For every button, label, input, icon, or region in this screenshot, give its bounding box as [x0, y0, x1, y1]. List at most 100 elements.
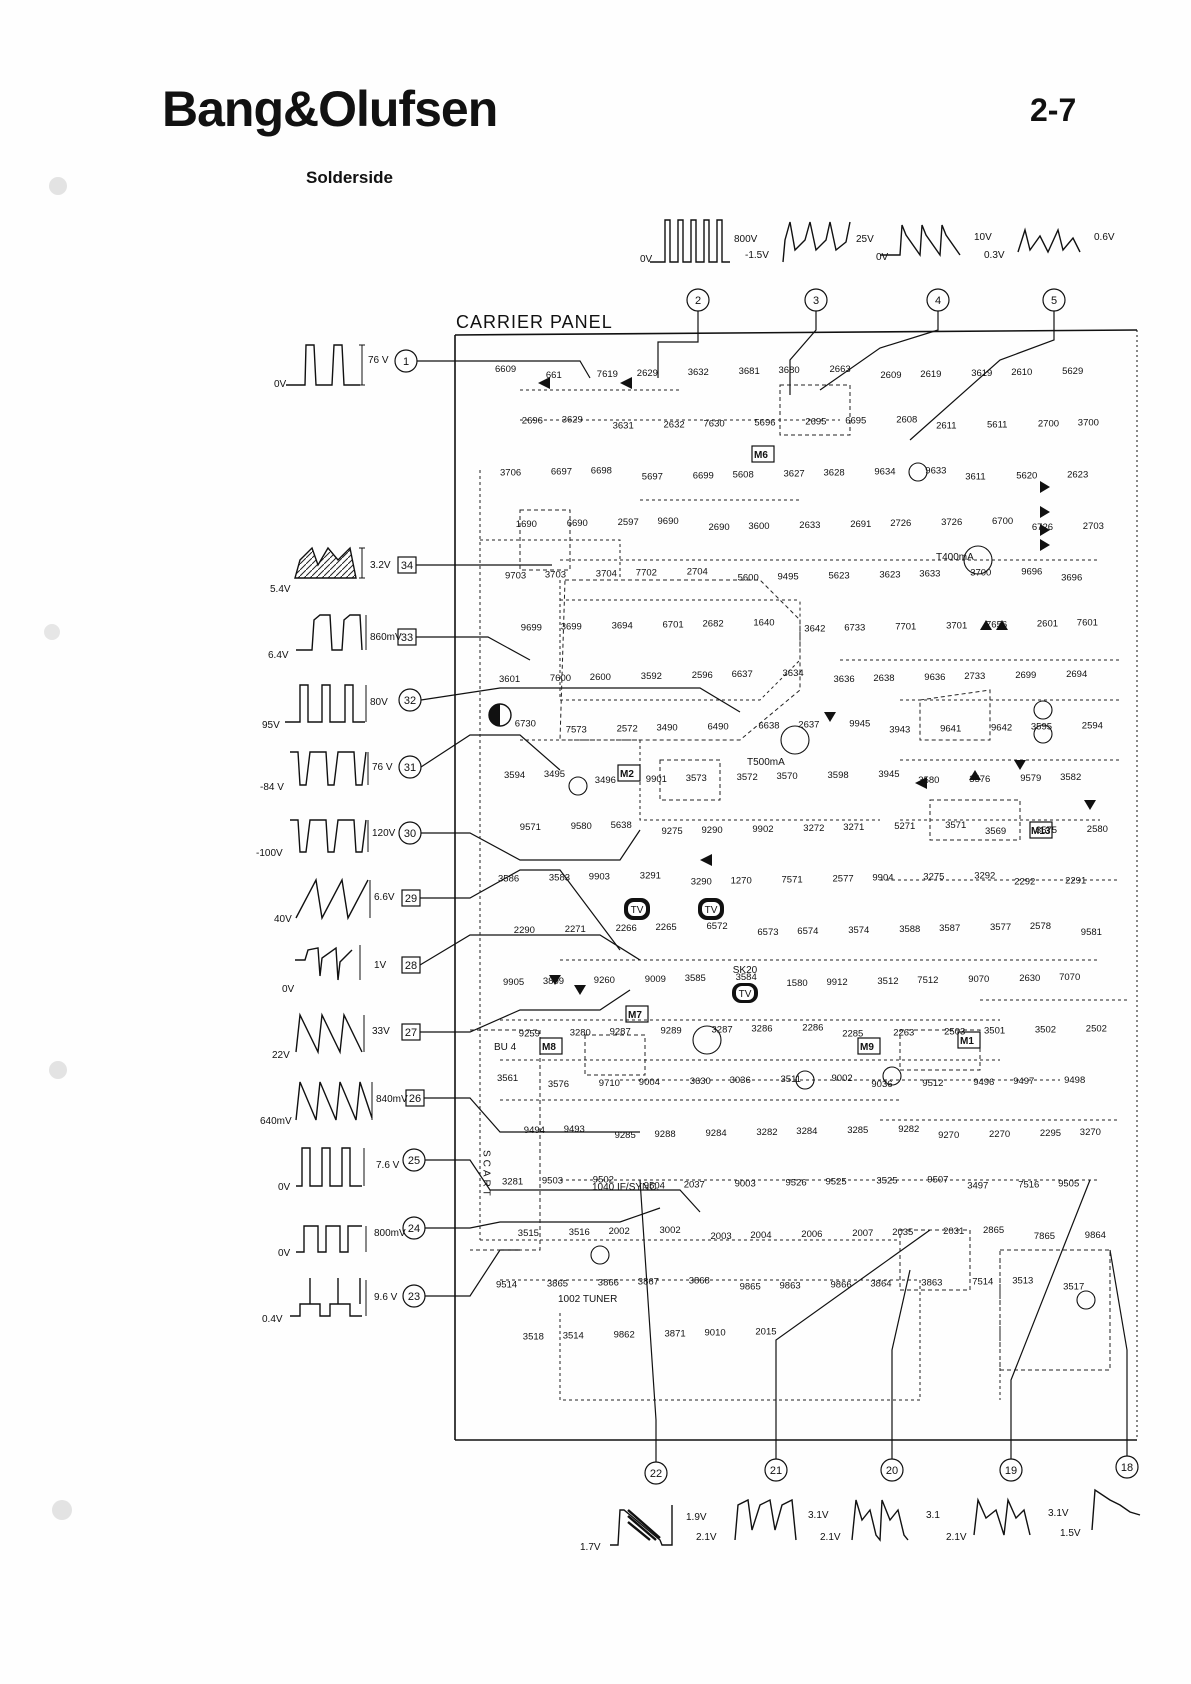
- component-ref: 9865: [740, 1282, 761, 1293]
- component-ref: 3561: [497, 1073, 518, 1084]
- component-ref: 9862: [614, 1329, 635, 1340]
- wave-19-base: 1.5V: [1060, 1528, 1081, 1539]
- page-number: 2-7: [1030, 92, 1077, 128]
- component-ref: 2865: [983, 1225, 1004, 1236]
- wave-21-base: 2.1V: [820, 1532, 841, 1543]
- left-waveform-labels: 76 V 0V 3.2V 5.4V 860mV 6.4V 80V 95V 76 …: [256, 355, 408, 1325]
- component-ref: 9284: [706, 1128, 727, 1139]
- bottom-waveforms: [610, 1488, 1141, 1546]
- component-ref: 6701: [663, 619, 684, 630]
- component-ref: 9270: [938, 1130, 959, 1141]
- component-ref: 9863: [780, 1281, 801, 1292]
- component-ref: 6573: [757, 927, 778, 938]
- component-ref: 2682: [703, 618, 724, 629]
- component-ref: 9703: [505, 571, 526, 582]
- callout-19: 19: [1005, 1465, 1017, 1477]
- left-callout-numbers: 1 34 33 32 31 30 29 28 27 26 25 24 23: [401, 356, 421, 1303]
- component-ref: 3584: [736, 972, 757, 983]
- component-ref: 9290: [702, 825, 723, 836]
- diodes: [538, 377, 1096, 995]
- component-ref: 2632: [664, 420, 685, 431]
- wave-34-amp: 3.2V: [370, 560, 391, 571]
- component-ref: 9003: [735, 1178, 756, 1189]
- component-ref: 2031: [943, 1226, 964, 1237]
- left-callouts: [394, 349, 741, 1308]
- component-ref: 2291: [1065, 876, 1086, 887]
- component-ref: 7516: [1018, 1179, 1039, 1190]
- component-ref: 2265: [656, 922, 677, 933]
- wave-33-base: 6.4V: [268, 650, 289, 661]
- component-ref: 3281: [502, 1176, 523, 1187]
- top-waveform-labels: 0V 800V -1.5V 25V 0V 10V 0.3V 0.6V: [640, 232, 1115, 265]
- component-ref: 3871: [665, 1328, 686, 1339]
- component-ref: 9641: [940, 724, 961, 735]
- component-ref: 3681: [739, 366, 760, 377]
- component-ref: 9866: [831, 1280, 852, 1291]
- bottom-callout-numbers: 22 21 20 19 18: [650, 1462, 1133, 1480]
- wave-1-amp: 76 V: [368, 355, 389, 366]
- half-filled-marker: [488, 703, 512, 727]
- component-ref: 5696: [754, 418, 775, 429]
- callout-3: 3: [813, 295, 819, 307]
- wave-29-amp: 6.6V: [374, 892, 395, 903]
- component-ref: 9901: [646, 774, 667, 785]
- component-ref: 9002: [832, 1073, 853, 1084]
- component-ref: 3036: [730, 1075, 751, 1086]
- component-ref: 2007: [852, 1228, 873, 1239]
- wave-32-base: 95V: [262, 720, 280, 731]
- component-ref: 5629: [1062, 366, 1083, 377]
- component-ref: 2704: [687, 567, 708, 578]
- component-ref: 6733: [844, 622, 865, 633]
- component-ref: 3580: [918, 775, 939, 786]
- component-ref: 9494: [524, 1125, 545, 1136]
- component-ref: 2295: [1040, 1128, 1061, 1139]
- component-ref: 9571: [520, 822, 541, 833]
- wave-20-amp: 3.1: [926, 1510, 940, 1521]
- component-ref: 3574: [848, 925, 869, 936]
- component-ref: 2700: [1038, 419, 1059, 430]
- component-ref: 2266: [616, 923, 637, 934]
- wave-26-base: 640mV: [260, 1116, 292, 1127]
- component-ref: 7070: [1059, 972, 1080, 983]
- bu4-label: BU 4: [494, 1042, 517, 1053]
- callout-28: 28: [405, 960, 417, 972]
- component-ref: 3495: [544, 769, 565, 780]
- callout-18: 18: [1121, 1462, 1133, 1474]
- component-ref: 3275: [923, 872, 944, 883]
- callout-1: 1: [403, 356, 409, 368]
- component-ref: 3634: [783, 668, 804, 679]
- component-ref: 9260: [594, 975, 615, 986]
- scart-label: SCART: [481, 1150, 492, 1199]
- component-ref: 3280: [570, 1027, 591, 1038]
- component-ref: 2600: [590, 672, 611, 683]
- component-ref: 5608: [733, 469, 754, 480]
- component-ref: 7702: [636, 568, 657, 579]
- component-ref: 2015: [755, 1326, 776, 1337]
- component-ref: 7656: [986, 619, 1007, 630]
- component-ref: 2633: [799, 520, 820, 531]
- component-ref: 6699: [693, 470, 714, 481]
- tv-label-3: TV: [739, 989, 752, 1000]
- component-ref: 3700: [970, 568, 991, 579]
- tv-label-1: TV: [631, 905, 644, 916]
- component-ref: 3868: [689, 1276, 710, 1287]
- component-ref: 3623: [879, 570, 900, 581]
- callout-33: 33: [401, 632, 413, 644]
- module-m9: M9: [860, 1042, 874, 1053]
- wave-28-base: 0V: [282, 984, 295, 995]
- component-ref: 3633: [919, 569, 940, 580]
- component-ref: 1270: [731, 876, 752, 887]
- component-ref: 2502: [1086, 1023, 1107, 1034]
- component-ref: 9288: [655, 1129, 676, 1140]
- component-ref: 9507: [927, 1174, 948, 1185]
- component-ref: 3490: [657, 723, 678, 734]
- wave-22-amp: 1.9V: [686, 1512, 707, 1523]
- panel-frame: [454, 329, 1138, 1441]
- component-ref: 3600: [748, 521, 769, 532]
- callout-26: 26: [409, 1093, 421, 1105]
- wave-28-amp: 1V: [374, 960, 387, 971]
- callout-31: 31: [404, 762, 416, 774]
- component-ref: 2580: [1087, 824, 1108, 835]
